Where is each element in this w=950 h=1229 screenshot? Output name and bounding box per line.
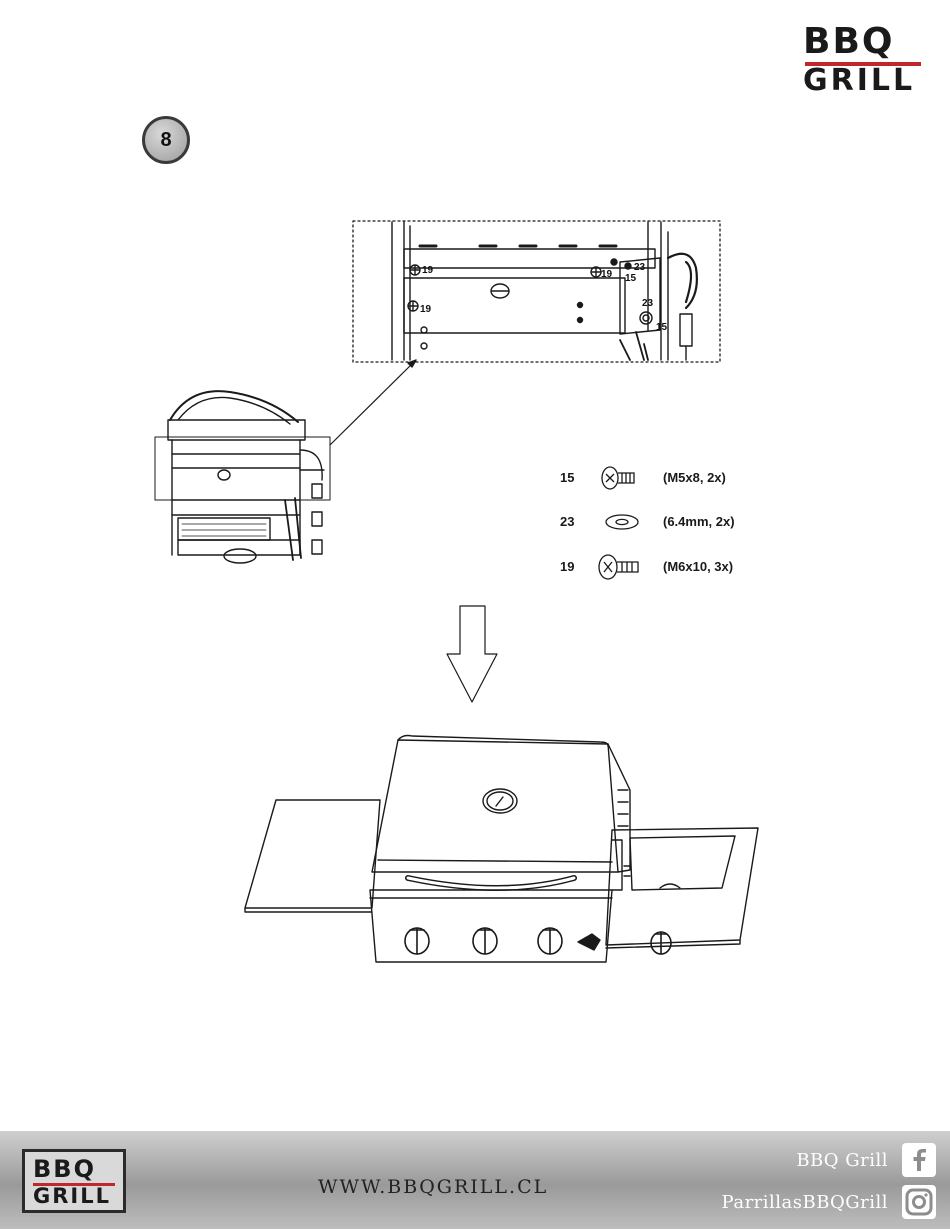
screw-icon: [594, 463, 644, 493]
hardware-spec: (M6x10, 3x): [663, 559, 733, 574]
hardware-row: 19 (M6x10, 3x): [560, 552, 860, 582]
footer-logo: BBQ GRILL: [22, 1149, 126, 1213]
hardware-row: 15 (M5x8, 2x): [560, 463, 860, 493]
website-link[interactable]: WWW.BBQGRILL.CL: [318, 1176, 548, 1198]
instagram-icon: [902, 1185, 936, 1219]
facebook-icon: [902, 1143, 936, 1177]
hardware-part-number: 15: [560, 470, 574, 485]
hardware-part-number: 19: [560, 559, 574, 574]
washer-icon: [594, 507, 644, 537]
callout-19: 19: [601, 269, 613, 280]
callout-19: 19: [422, 265, 434, 276]
grill-front-view-drawing: [245, 736, 758, 963]
instagram-link[interactable]: ParrillasBBQGrill: [676, 1185, 936, 1219]
logo-text-grill: GRILL: [33, 1186, 111, 1207]
callout-23: 23: [642, 298, 654, 309]
callout-15: 15: [625, 273, 637, 284]
facebook-link[interactable]: BBQ Grill: [676, 1143, 936, 1177]
facebook-name: BBQ Grill: [796, 1150, 888, 1171]
logo-text-bbq: BBQ: [33, 1157, 96, 1181]
page-footer: BBQ GRILL WWW.BBQGRILL.CL BBQ Grill Parr…: [0, 1131, 950, 1229]
detail-leader-line: [330, 360, 416, 445]
detail-frame-drawing: [392, 222, 697, 360]
down-arrow: [447, 606, 497, 702]
callout-15: 15: [656, 322, 668, 333]
callout-19: 19: [420, 304, 432, 315]
detail-inset-frame: [353, 221, 720, 362]
grill-rear-view-drawing: [155, 391, 330, 563]
hardware-spec: (6.4mm, 2x): [663, 514, 735, 529]
instagram-name: ParrillasBBQGrill: [722, 1192, 888, 1213]
hardware-part-number: 23: [560, 514, 574, 529]
callout-23: 23: [634, 262, 646, 273]
hardware-spec: (M5x8, 2x): [663, 470, 726, 485]
screw-icon: [594, 552, 644, 582]
hardware-row: 23 (6.4mm, 2x): [560, 507, 860, 537]
